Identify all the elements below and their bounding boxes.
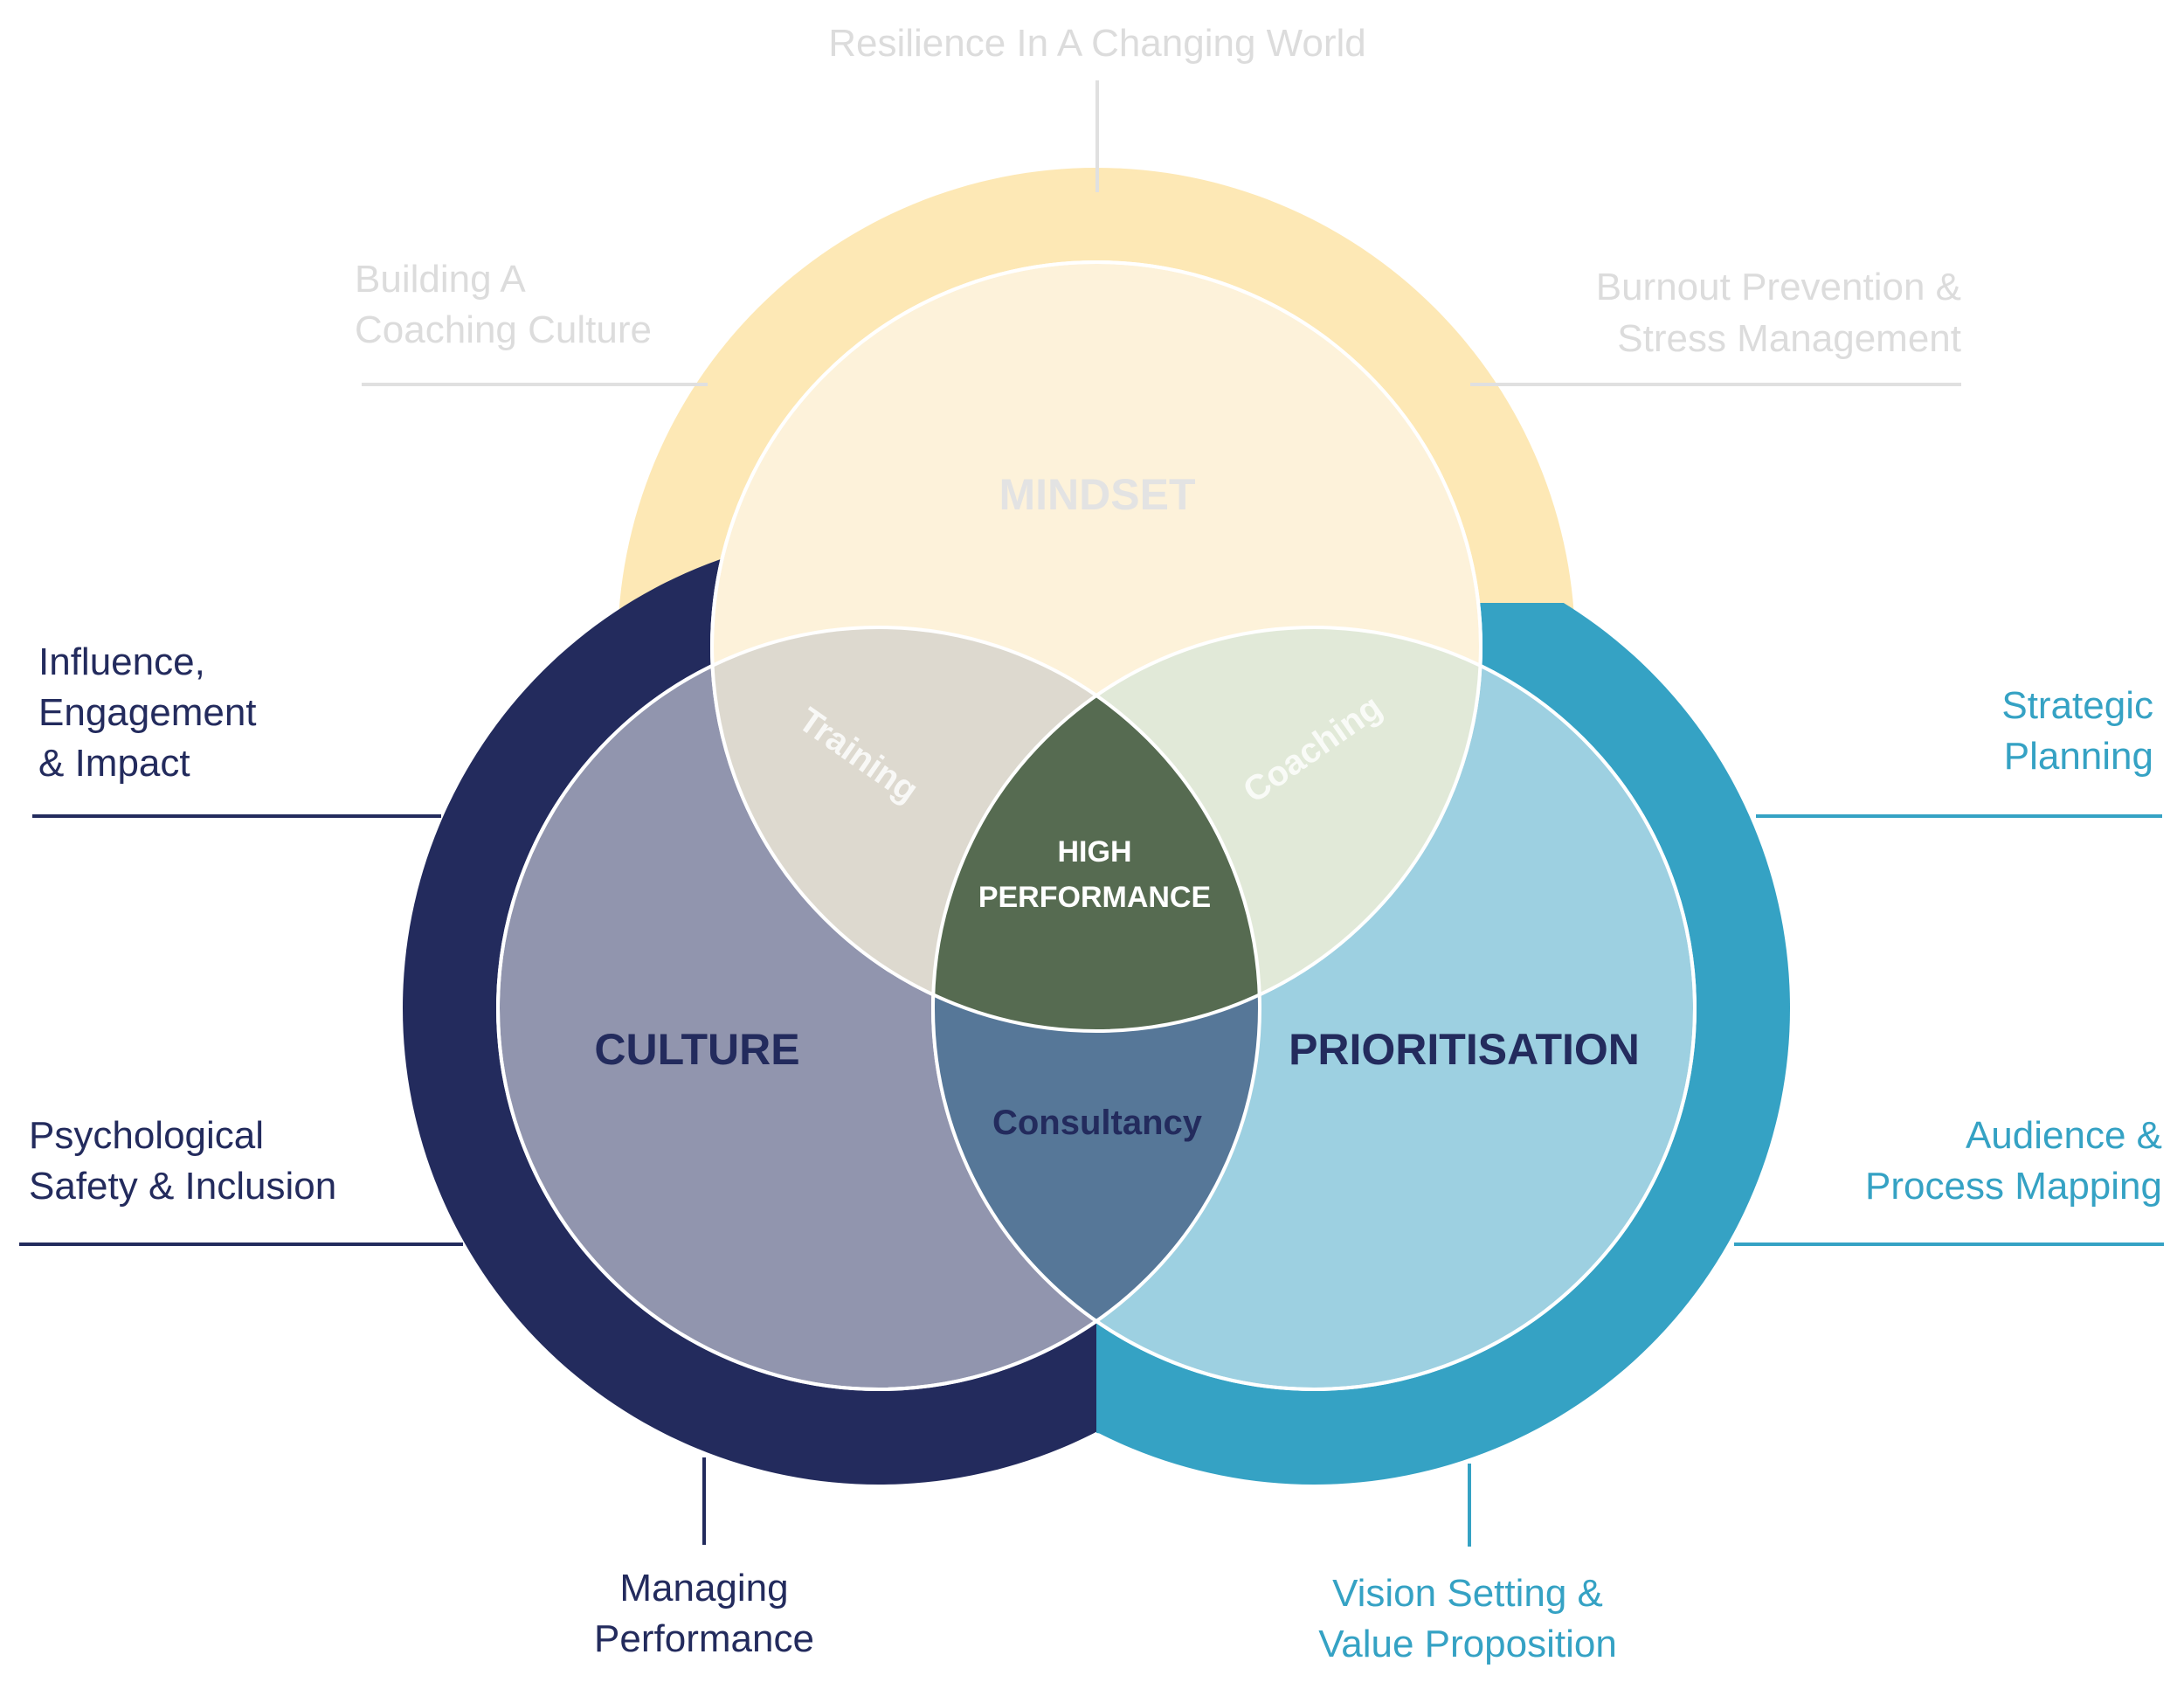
top-right-label: Burnout Prevention & Stress Management	[1596, 266, 1961, 360]
bottom-left-label-line: Managing	[619, 1567, 788, 1609]
bottom-right-label: Vision Setting & Value Proposition	[1318, 1572, 1617, 1665]
right-upper-label-line: Strategic	[2001, 684, 2153, 727]
left-lower-label: Psychological Safety & Inclusion	[29, 1114, 336, 1208]
bottom-right-label-line: Vision Setting &	[1332, 1572, 1603, 1615]
top-left-label: Building A Coaching Culture	[355, 258, 652, 351]
consultancy-label: Consultancy	[992, 1104, 1203, 1142]
right-lower-label-line: Audience &	[1966, 1114, 2162, 1157]
mindset-label: MINDSET	[999, 470, 1196, 519]
culture-outline	[496, 626, 1261, 1391]
top-right-label-line: Burnout Prevention &	[1596, 266, 1961, 308]
high-performance-label-line2: PERFORMANCE	[978, 881, 1211, 914]
top-right-label-line: Stress Management	[1617, 317, 1961, 360]
bottom-left-label: Managing Performance	[594, 1567, 814, 1660]
left-lower-label-line: Psychological	[29, 1114, 264, 1157]
prioritisation-label: PRIORITISATION	[1289, 1025, 1640, 1074]
prioritisation-outline	[931, 626, 1697, 1391]
top-label: Resilience In A Changing World	[828, 22, 1366, 65]
culture-label: CULTURE	[594, 1025, 799, 1074]
right-lower-label-line: Process Mapping	[1865, 1165, 2162, 1208]
bottom-right-label-line: Value Proposition	[1318, 1623, 1617, 1665]
left-upper-label-line: & Impact	[38, 742, 190, 785]
top-left-label-line: Building A	[355, 258, 526, 301]
top-left-label-line: Coaching Culture	[355, 308, 652, 351]
left-upper-label: Influence, Engagement & Impact	[38, 640, 257, 785]
left-upper-label-line: Engagement	[38, 691, 257, 734]
left-lower-label-line: Safety & Inclusion	[29, 1165, 336, 1208]
left-upper-label-line: Influence,	[38, 640, 205, 683]
high-performance-label-line1: HIGH	[1058, 835, 1132, 869]
right-lower-label: Audience & Process Mapping	[1865, 1114, 2162, 1208]
right-upper-label-line: Planning	[2004, 735, 2153, 778]
mindset-outline	[710, 260, 1482, 1033]
right-upper-label: Strategic Planning	[2001, 684, 2153, 778]
bottom-left-label-line: Performance	[594, 1617, 814, 1660]
